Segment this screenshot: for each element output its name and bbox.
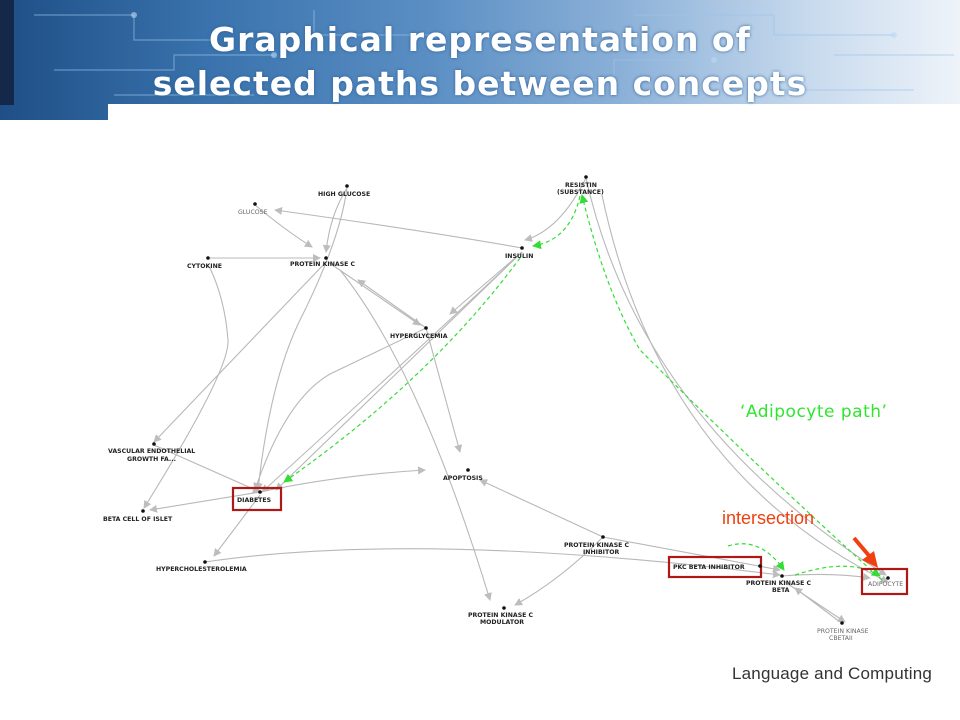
- intersection-arrow: [852, 536, 878, 568]
- edge: [449, 251, 523, 315]
- node-insulin: [520, 246, 524, 250]
- edge: [602, 536, 781, 573]
- edge: [357, 279, 427, 329]
- node-pkc-beta-inhibitor: [758, 564, 762, 568]
- label-apoptosis: APOPTOSIS: [443, 475, 483, 482]
- title-line-2: selected paths between concepts: [152, 64, 808, 103]
- label-pkc-inhibitor-2: INHIBITOR: [583, 549, 619, 556]
- node-beta-cell: [141, 509, 145, 513]
- edge: [274, 206, 523, 249]
- label-pkc-beta-1: PROTEIN KINASE C: [746, 580, 812, 587]
- edge: [275, 251, 523, 491]
- node-cytokine: [206, 256, 210, 260]
- path-edge: [283, 257, 521, 483]
- node-adipocyte: [886, 576, 890, 580]
- label-vegf-2: GROWTH FA...: [127, 456, 176, 463]
- label-protein-kinase-c: PROTEIN KINASE C: [290, 261, 356, 268]
- label-pkc-inhibitor-1: PROTEIN KINASE C: [564, 542, 630, 549]
- label-cytokine: CYTOKINE: [187, 263, 222, 270]
- edge: [339, 269, 492, 601]
- intersection-label: intersection: [722, 508, 815, 528]
- path-edge: [532, 195, 581, 250]
- label-hypercholesterolemia: HYPERCHOLESTEROLEMIA: [156, 566, 247, 573]
- edge: [514, 536, 604, 606]
- diabetes-box: [231, 486, 283, 512]
- edge: [794, 587, 841, 623]
- node-protein-kinase-c: [324, 256, 328, 260]
- label-pkc-betaii-1: PROTEIN KINASE: [817, 628, 869, 635]
- edge: [253, 327, 427, 491]
- label-resistin-2: (SUBSTANCE): [557, 189, 604, 196]
- node-pkc-modulator: [502, 606, 506, 610]
- edge: [254, 187, 348, 491]
- label-beta-cell: BETA CELL OF ISLET: [103, 516, 173, 523]
- label-glucose: GLUCOSE: [238, 209, 268, 216]
- edge: [213, 494, 261, 557]
- label-pkc-beta-2: BETA: [772, 587, 790, 594]
- slide-title: Graphical representation of selected pat…: [150, 18, 810, 106]
- edge: [425, 327, 463, 453]
- edge: [204, 548, 781, 579]
- edge: [781, 579, 846, 623]
- label-pkc-modulator-2: MODULATOR: [480, 619, 524, 626]
- edge: [153, 261, 327, 443]
- node-hyperglycemia: [424, 326, 428, 330]
- graph-edges: [143, 177, 889, 623]
- label-insulin: INSULIN: [505, 253, 533, 260]
- label-vegf-1: VASCULAR ENDOTHELIAL: [108, 448, 195, 455]
- node-glucose: [253, 202, 257, 206]
- label-pkc-betaii-2: CBETAII: [829, 635, 853, 642]
- label-diabetes: DIABETES: [237, 497, 271, 504]
- node-pkc-betaii: [840, 621, 844, 625]
- node-resistin: [584, 175, 588, 179]
- header-dark-strip: [0, 0, 14, 105]
- edge: [322, 187, 348, 253]
- slide-header: [0, 0, 960, 120]
- path-edge: [727, 543, 785, 571]
- label-pkc-beta-inhibitor: PKC BETA INHIBITOR: [673, 564, 745, 571]
- adipocyte-path: [283, 194, 883, 581]
- path-edge: [794, 565, 881, 577]
- edge: [143, 267, 229, 509]
- company-logo-text: Language and Computing: [732, 664, 933, 683]
- edge: [601, 194, 889, 583]
- edge: [327, 261, 421, 326]
- node-labels: HIGH GLUCOSE GLUCOSE RESISTIN (SUBSTANCE…: [103, 182, 903, 642]
- edge: [524, 177, 587, 242]
- node-pkc-beta: [780, 574, 784, 578]
- title-line-1: Graphical representation of: [209, 20, 751, 59]
- label-high-glucose: HIGH GLUCOSE: [318, 191, 370, 198]
- edge: [153, 444, 261, 493]
- header-white-band: [108, 104, 960, 120]
- label-resistin-1: RESISTIN: [565, 182, 597, 189]
- graph-nodes: [141, 175, 890, 625]
- adipocyte-path-label: ‘Adipocyte path’: [740, 402, 888, 422]
- label-pkc-modulator-1: PROTEIN KINASE C: [468, 612, 534, 619]
- node-hypercholesterolemia: [203, 560, 207, 564]
- node-pkc-inhibitor: [601, 535, 605, 539]
- edge: [254, 204, 313, 248]
- label-hyperglycemia: HYPERGLYCEMIA: [390, 333, 448, 340]
- highlight-boxes: [231, 486, 909, 596]
- adipocyte-box: [860, 567, 909, 596]
- edge: [149, 491, 261, 513]
- edge: [585, 177, 887, 576]
- path-edge: [579, 194, 883, 581]
- node-apoptosis: [466, 468, 470, 472]
- node-vegf: [152, 442, 156, 446]
- concept-graph: HIGH GLUCOSE GLUCOSE RESISTIN (SUBSTANCE…: [103, 175, 909, 642]
- node-high-glucose: [345, 184, 349, 188]
- label-adipocyte: ADIPOCYTE: [868, 581, 903, 588]
- circuit-board-pattern: [34, 10, 954, 96]
- node-diabetes: [258, 490, 262, 494]
- edge: [479, 479, 604, 538]
- edge: [261, 251, 523, 493]
